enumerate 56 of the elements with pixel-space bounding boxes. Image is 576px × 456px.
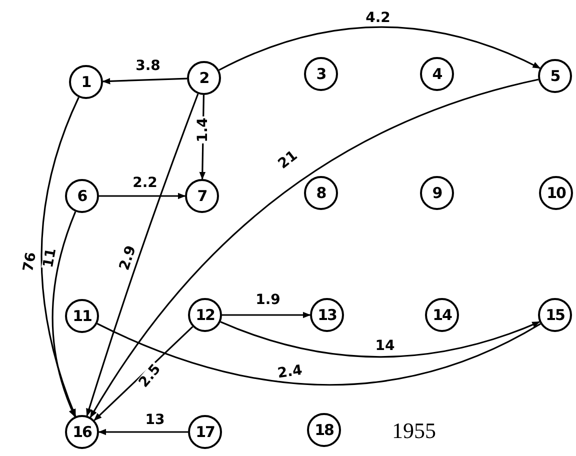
- node-circle: [65, 179, 99, 213]
- node-number: 10: [546, 184, 566, 202]
- node-number: 11: [72, 307, 92, 325]
- node-number: 5: [550, 67, 560, 85]
- edge-label: 13: [144, 413, 166, 427]
- edge-label: 2.2: [132, 176, 158, 190]
- arrow: [94, 326, 194, 421]
- node-circle: [539, 176, 573, 210]
- edge-label: 1.9: [254, 293, 282, 307]
- arrow: [102, 78, 188, 84]
- arrow: [99, 192, 186, 200]
- arrow: [98, 428, 188, 436]
- node-circle: [307, 413, 341, 447]
- node-circle: [420, 176, 454, 210]
- arrow: [40, 97, 80, 418]
- node-number: 13: [318, 306, 336, 324]
- edge-label: 3.8: [134, 59, 162, 73]
- node-circle: [538, 298, 572, 332]
- node-number: 12: [196, 306, 214, 324]
- node-circle: [304, 176, 338, 210]
- arrow: [90, 78, 539, 418]
- node-number: 15: [546, 306, 564, 324]
- node-circle: [425, 298, 459, 332]
- node-number: 16: [72, 423, 92, 441]
- node-circle: [538, 59, 572, 93]
- arrow: [222, 312, 311, 318]
- node-circle: [310, 298, 344, 332]
- node-number: 1: [81, 73, 91, 91]
- node-number: 14: [432, 306, 452, 324]
- edge-label: 2.4: [276, 363, 304, 381]
- node-number: 8: [316, 184, 326, 202]
- node-number: 2: [199, 69, 209, 87]
- node-number: 18: [314, 421, 334, 439]
- edge-label: 4.2: [364, 11, 392, 25]
- node-number: 9: [432, 184, 442, 202]
- node-circle: [188, 415, 222, 449]
- year-label: 1955: [392, 418, 436, 444]
- node-circle: [187, 61, 221, 95]
- edge-label: 14: [374, 339, 396, 353]
- arrow: [86, 94, 199, 417]
- node-circle: [420, 57, 454, 91]
- node-circle: [65, 299, 99, 333]
- arrow: [218, 26, 541, 71]
- node-circle: [69, 65, 103, 99]
- node-circle: [188, 298, 222, 332]
- node-number: 17: [196, 423, 214, 441]
- node-number: 4: [432, 65, 442, 83]
- node-circle: [185, 179, 219, 213]
- arrow: [220, 321, 540, 358]
- node-number: 7: [197, 187, 207, 205]
- node-circle: [65, 415, 99, 449]
- edge-label: 1.4: [196, 116, 210, 144]
- node-number: 3: [316, 65, 326, 83]
- node-circle: [304, 57, 338, 91]
- node-number: 6: [77, 187, 87, 205]
- arrow: [52, 211, 76, 418]
